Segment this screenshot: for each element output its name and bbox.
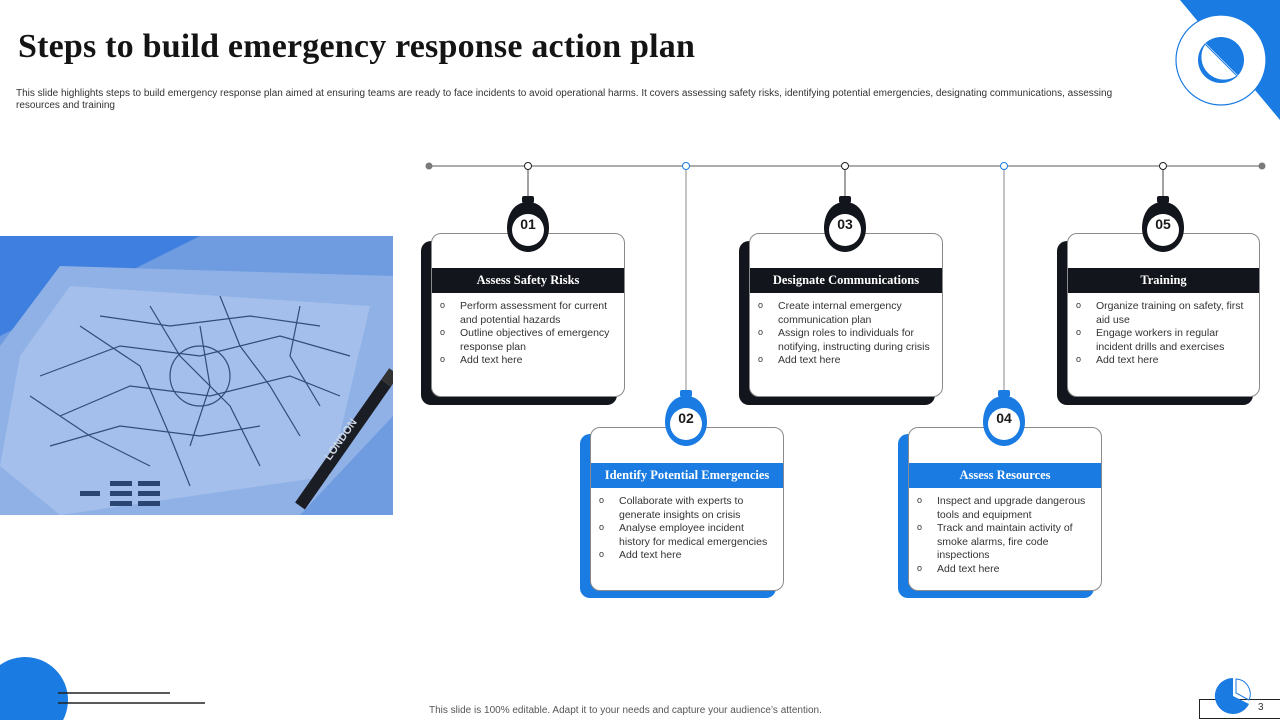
footer-note: This slide is 100% editable. Adapt it to…: [429, 705, 822, 716]
step-badge-02: 02: [663, 388, 709, 452]
page-subtitle: This slide highlights steps to build eme…: [16, 88, 1113, 111]
list-item: Analyse employee incident history for me…: [599, 521, 777, 549]
step-list: Collaborate with experts to generate ins…: [599, 494, 777, 563]
list-item: Add text here: [758, 353, 936, 368]
step-number: 03: [837, 216, 853, 232]
list-item: Add text here: [1076, 353, 1254, 368]
list-item: Collaborate with experts to generate ins…: [599, 494, 777, 522]
step-title: Training: [1068, 268, 1259, 293]
list-item: Organize training on safety, first aid u…: [1076, 299, 1254, 327]
list-item: Inspect and upgrade dangerous tools and …: [917, 494, 1095, 522]
footer-decoration: [0, 657, 205, 720]
step-badge-04: 04: [981, 388, 1027, 452]
bulb-icon: [1142, 196, 1184, 252]
step-list: Create internal emergency communication …: [758, 299, 936, 368]
list-item: Perform assessment for current and poten…: [440, 299, 618, 327]
list-item: Add text here: [440, 353, 618, 368]
step-title: Designate Communications: [750, 268, 942, 293]
list-item: Track and maintain activity of smoke ala…: [917, 521, 1095, 563]
step-number: 02: [678, 410, 694, 426]
list-item: Add text here: [599, 548, 777, 563]
pie-logo-icon: [1214, 677, 1251, 714]
step-title: Identify Potential Emergencies: [591, 463, 783, 488]
step-badge-03: 03: [822, 194, 868, 258]
bulb-icon: [507, 196, 549, 252]
step-number: 01: [520, 216, 536, 232]
london-map-photo: LONDON: [0, 236, 393, 515]
step-title: Assess Resources: [909, 463, 1101, 488]
step-list: Perform assessment for current and poten…: [440, 299, 618, 368]
bulb-icon: [983, 390, 1025, 446]
corner-logo-decoration: [1175, 0, 1280, 120]
step-number: 04: [996, 410, 1012, 426]
step-list: Inspect and upgrade dangerous tools and …: [917, 494, 1095, 577]
list-item: Engage workers in regular incident drill…: [1076, 326, 1254, 354]
step-number: 05: [1155, 216, 1171, 232]
step-title: Assess Safety Risks: [432, 268, 624, 293]
page-number: 3: [1258, 702, 1264, 713]
list-item: Create internal emergency communication …: [758, 299, 936, 327]
step-list: Organize training on safety, first aid u…: [1076, 299, 1254, 368]
page-title: Steps to build emergency response action…: [18, 28, 696, 65]
step-badge-05: 05: [1140, 194, 1186, 258]
list-item: Assign roles to individuals for notifyin…: [758, 326, 936, 354]
step-badge-01: 01: [505, 194, 551, 258]
list-item: Outline objectives of emergency response…: [440, 326, 618, 354]
bulb-icon: [665, 390, 707, 446]
bulb-icon: [824, 196, 866, 252]
list-item: Add text here: [917, 562, 1095, 577]
